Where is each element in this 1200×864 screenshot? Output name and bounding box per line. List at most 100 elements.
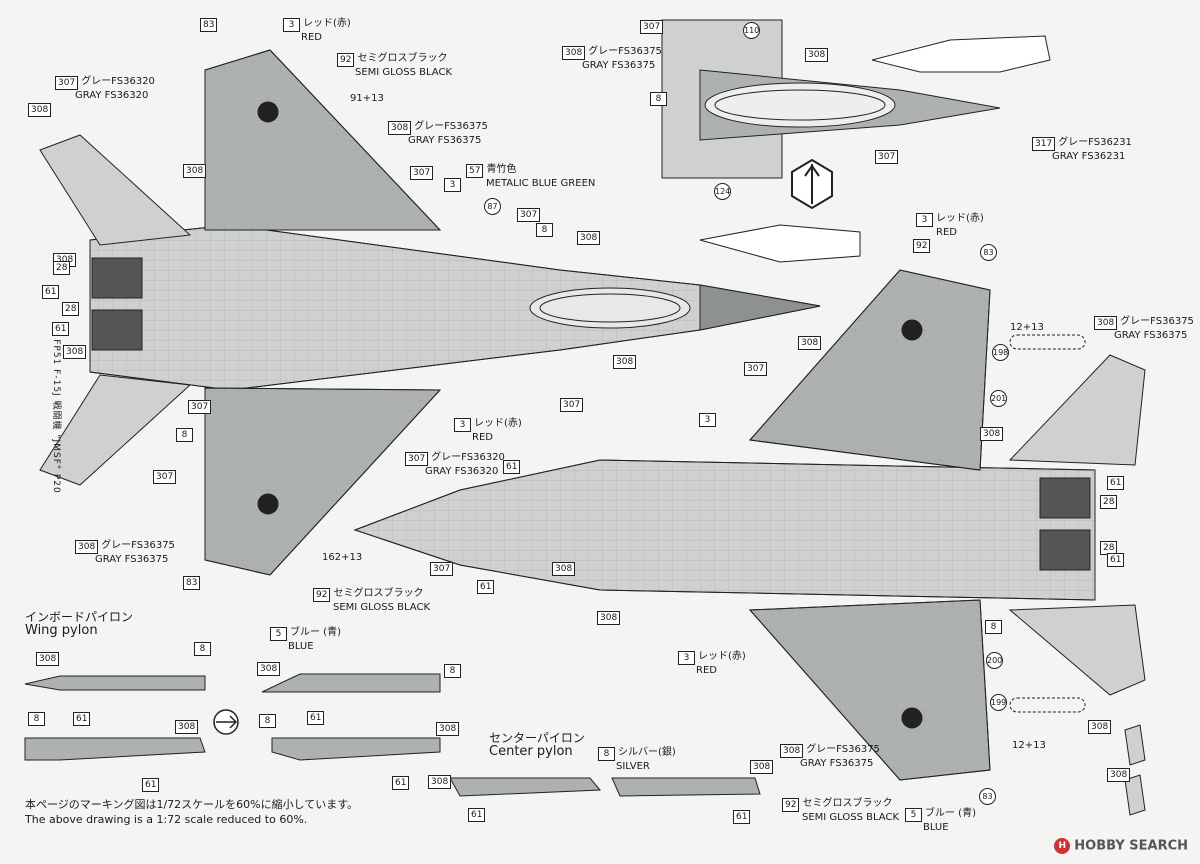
callout-61-bottom-nose: 61 [503,460,523,474]
pylon-callout-61-c: 61 [142,778,162,792]
pylon-callout-61-b: 61 [307,711,327,725]
callout-307-intake: 307 [517,208,543,222]
callout-61-bottom-low: 61 [477,580,497,594]
callout-308-bottom-mid: 308 [980,427,1006,441]
decal-12-13-a: 12+13 [1010,322,1044,333]
callout-307-cockpit: 307 [875,150,901,164]
callout-8-intake: 8 [536,223,556,237]
pylon-callout-8-c: 8 [28,712,48,726]
part-198: 198 [992,344,1009,361]
callout-8-bottom: 8 [985,620,1005,634]
pylon-callout-8-d: 8 [259,714,279,728]
pylon-callout-308-b: 308 [257,662,283,676]
callout-28-b: 28 [62,302,82,316]
cockpit-detail-view [661,19,1001,179]
part-201: 201 [990,390,1007,407]
tail-part-drawings [1124,724,1146,816]
callout-317: 308 [798,336,824,350]
top-view-aircraft [39,49,821,576]
callout-308-intake: 308 [577,231,603,245]
side-page-caption: FP51 F-15J 戦闘機 "JMSF" P20 [50,339,61,494]
pylon-callout-61-d: 61 [392,776,412,790]
callout-308-parts: 308 [1107,768,1133,782]
callout-28-a: 28 [53,261,73,275]
callout-61-bottom-a: 61 [1107,476,1127,490]
part-83-bottom-b: 83 [979,788,996,805]
pylon-callout-308-a: 308 [36,652,62,666]
callout-307-wing: 307 [410,166,436,180]
callout-3-wing: 3 [444,178,464,192]
callout-307-nose: 307 [744,362,770,376]
callout-61-bottom-b: 61 [1107,553,1127,567]
center-callout-61-a: 61 [468,808,488,822]
part-87: 87 [484,198,501,215]
callout-307-belly: 307 [560,398,586,412]
part-199: 199 [990,694,1007,711]
decal-162-13: 162+13 [322,552,363,563]
direction-symbol [791,158,833,210]
callout-308-nozzle-b: 308 [63,345,89,359]
side-profile-views [699,35,1051,263]
callout-308-bottom-tail: 308 [1088,720,1114,734]
callout-3-bottom: 3 [699,413,719,427]
part-83-bottom: 83 [980,244,997,261]
logo-icon: H [1054,838,1071,854]
decal-91-13: 91+13 [350,93,384,104]
decal-12-13-b: 12+13 [1012,740,1046,751]
center-pylon-drawings [449,777,761,797]
callout-317-bottom: 307 [430,562,456,576]
callout-8: 8 [650,92,670,106]
center-callout-61-b: 61 [733,810,753,824]
callout-308-tail: 308 [28,103,54,117]
callout-308: 308 [805,48,831,62]
part-124: 124 [714,183,731,200]
callout-308-bottom: 308 [552,562,578,576]
center-callout-308-b: 308 [750,760,776,774]
pylon-callout-8-a: 8 [194,642,214,656]
wing-pylon-drawings [24,673,441,761]
wing-pylon-title: インボードパイロン Wing pylon [25,610,134,638]
pylon-callout-8-b: 8 [444,664,464,678]
callout-308-wingroot: 308 [183,164,209,178]
callout-28-bottom-a: 28 [1100,495,1120,509]
callout-307: 307 [640,20,666,34]
pylon-arrow-symbol [213,709,239,735]
center-pylon-title: センターパイロン Center pylon [489,731,585,759]
part-110: 110 [743,22,760,39]
pylon-callout-61-a: 61 [73,712,93,726]
pylon-callout-308-d: 308 [436,722,462,736]
callout-61-a: 61 [42,285,62,299]
callout-8-belly: 8 [176,428,196,442]
callout-92-bottom: 92 [913,239,933,253]
callout-308-stores: 308 [597,611,623,625]
part-200: 200 [986,652,1003,669]
bottom-view-aircraft [353,269,1146,781]
callout-28-bottom-b: 28 [1100,541,1120,555]
scale-note: 本ページのマーキング図は1/72スケールを60%に縮小しています。 The ab… [25,798,359,826]
pylon-callout-308-c: 308 [175,720,201,734]
center-callout-308-a: 308 [428,775,454,789]
callout-83-top: 83 [200,18,220,32]
callout-83-low: 83 [183,576,203,590]
callout-307-belly-b: 307 [188,400,214,414]
callout-308-nose: 308 [613,355,639,369]
